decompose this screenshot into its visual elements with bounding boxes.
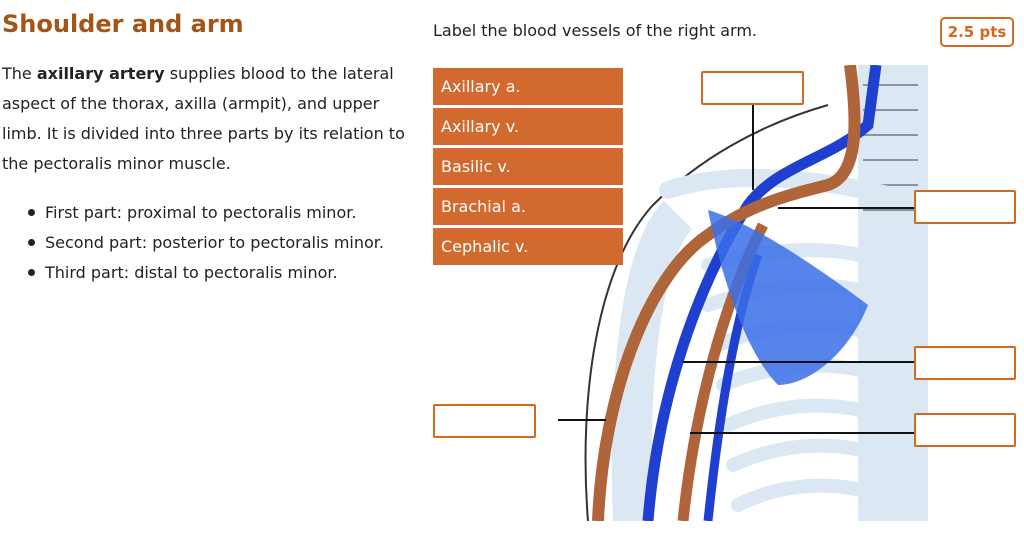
page-title: Shoulder and arm bbox=[2, 10, 244, 38]
intro-paragraph: The axillary artery supplies blood to th… bbox=[2, 59, 412, 179]
list-item: Second part: posterior to pectoralis min… bbox=[2, 228, 402, 258]
intro-lead: The bbox=[2, 64, 37, 83]
label-cephalic-vein[interactable]: Cephalic v. bbox=[433, 228, 623, 265]
skin-outline bbox=[584, 104, 829, 521]
intro-rest: supplies blood to the lateral aspect of … bbox=[2, 64, 405, 173]
drop-zone-upper-right[interactable] bbox=[914, 190, 1016, 224]
label-axillary-vein[interactable]: Axillary v. bbox=[433, 108, 623, 145]
intro-bold-term: axillary artery bbox=[36, 64, 165, 83]
drop-zone-lower-right[interactable] bbox=[914, 413, 1016, 447]
artery-axillary-brachial bbox=[592, 65, 861, 521]
label-bank: Axillary a. Axillary v. Basilic v. Brach… bbox=[433, 68, 623, 268]
parts-list: First part: proximal to pectoralis minor… bbox=[2, 198, 402, 288]
drop-zone-top[interactable] bbox=[701, 71, 804, 105]
label-brachial-artery[interactable]: Brachial a. bbox=[433, 188, 623, 225]
question-prompt: Label the blood vessels of the right arm… bbox=[433, 21, 758, 40]
vertebrae bbox=[863, 84, 918, 211]
drop-zone-middle-right[interactable] bbox=[914, 346, 1016, 380]
label-axillary-artery[interactable]: Axillary a. bbox=[433, 68, 623, 105]
drop-zone-left[interactable] bbox=[433, 404, 536, 438]
label-basilic-vein[interactable]: Basilic v. bbox=[433, 148, 623, 185]
points-badge: 2.5 pts bbox=[940, 17, 1014, 47]
leader-lines bbox=[558, 105, 915, 434]
list-item: Third part: distal to pectoralis minor. bbox=[2, 258, 402, 288]
list-item: First part: proximal to pectoralis minor… bbox=[2, 198, 402, 228]
pectoralis-minor-muscle bbox=[708, 210, 868, 385]
